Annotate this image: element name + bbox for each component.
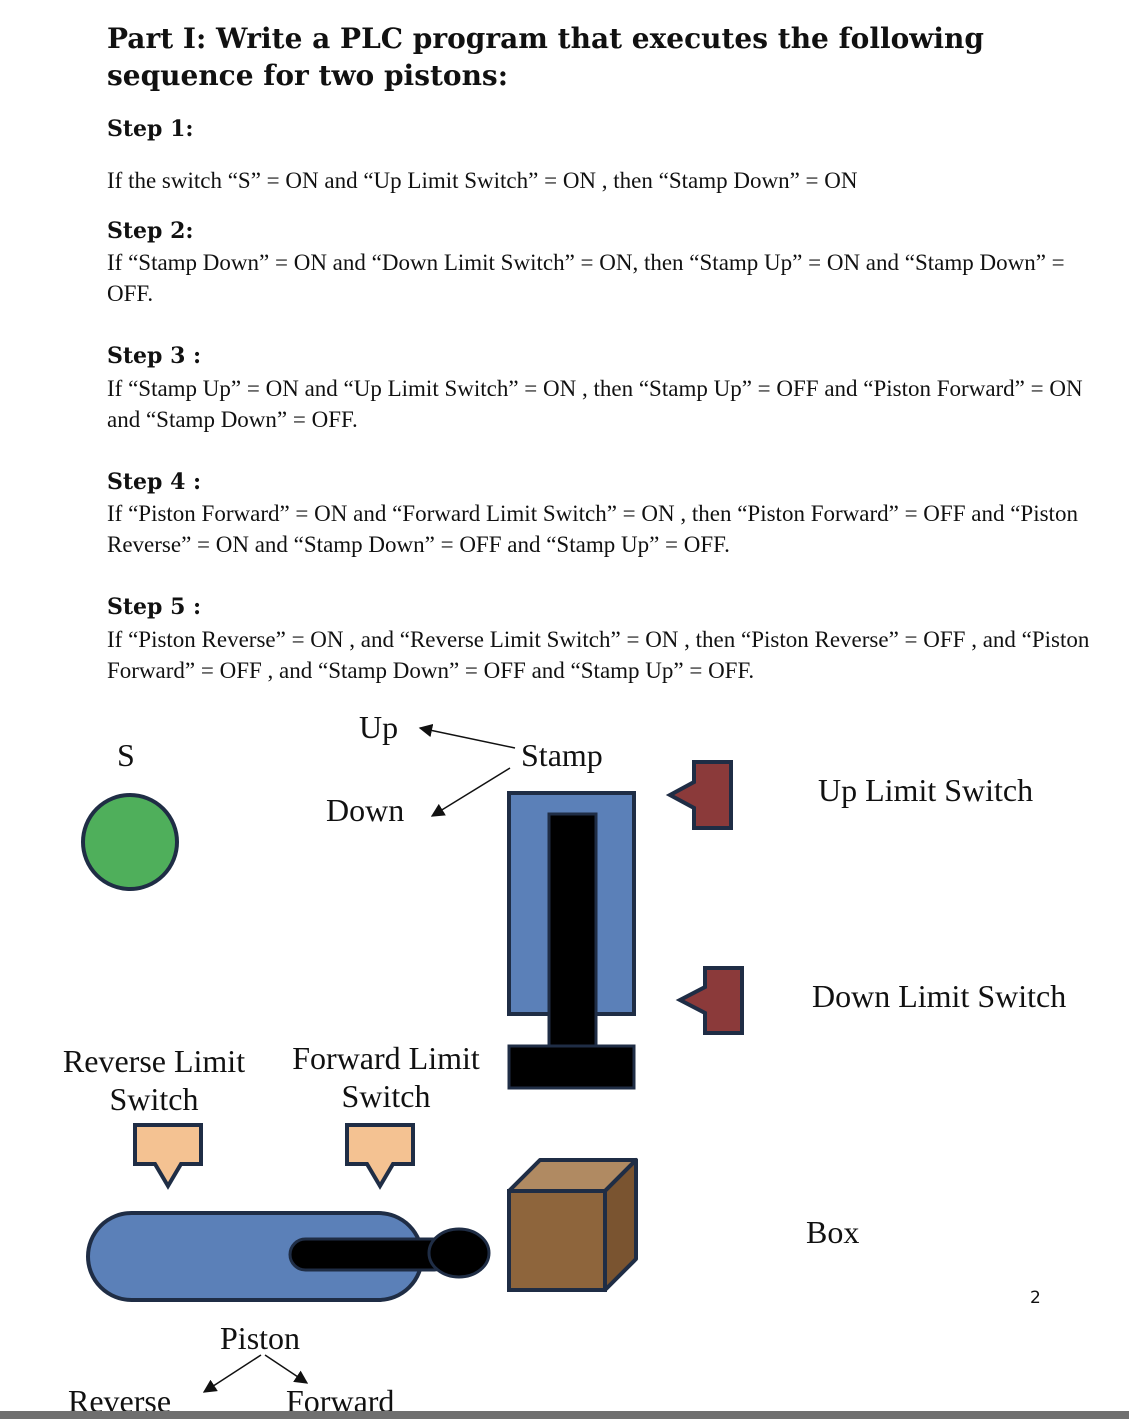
down-arrow — [430, 767, 511, 817]
step-1-heading: Step 1: — [107, 116, 194, 142]
step-2-heading: Step 2: — [107, 218, 194, 244]
step-5-heading: Step 5 : — [107, 594, 202, 620]
page-title: Part I: Write a PLC program that execute… — [107, 22, 984, 92]
stamp-rod — [547, 812, 598, 1050]
reverse-arrow — [202, 1354, 262, 1393]
stamp-head — [507, 1044, 636, 1090]
step-4-text: If “Piston Forward” = ON and “Forward Li… — [107, 501, 1078, 557]
up-label: Up — [359, 709, 399, 745]
reverse-limit-switch-icon[interactable] — [133, 1123, 203, 1190]
step-1-text: If the switch “S” = ON and “Up Limit Swi… — [107, 168, 858, 193]
step-5-text: If “Piston Reverse” = ON , and “Reverse … — [107, 627, 1090, 683]
forward-arrow — [264, 1354, 309, 1384]
forward-limit-switch-icon[interactable] — [345, 1123, 415, 1190]
stamp-label: Stamp — [521, 737, 603, 773]
step-4-heading: Step 4 : — [107, 469, 202, 495]
switch-s-label: S — [117, 737, 135, 773]
page-number: 2 — [1030, 1288, 1041, 1308]
piston-rod — [288, 1237, 452, 1272]
down-label: Down — [326, 792, 405, 828]
step-3-text: If “Stamp Up” = ON and “Up Limit Switch”… — [107, 376, 1083, 432]
step-2-text: If “Stamp Down” = ON and “Down Limit Swi… — [107, 250, 1065, 306]
piston-label: Piston — [220, 1320, 301, 1356]
step-3-heading: Step 3 : — [107, 343, 202, 369]
piston-head — [427, 1227, 491, 1279]
up-arrow — [418, 723, 516, 749]
box-front — [507, 1189, 607, 1292]
bottom-scrollbar[interactable] — [0, 1411, 1129, 1419]
down-limit-switch-label: Down Limit Switch — [812, 978, 1067, 1014]
reverse-limit-switch-label: Reverse Limit Switch — [62, 1043, 246, 1117]
box-label: Box — [806, 1214, 860, 1250]
up-limit-switch-icon[interactable] — [665, 760, 733, 830]
switch-s-circle[interactable] — [81, 793, 179, 891]
forward-limit-switch-label: Forward Limit Switch — [292, 1040, 480, 1114]
down-limit-switch-icon[interactable] — [675, 966, 744, 1035]
up-limit-switch-label: Up Limit Switch — [818, 772, 1034, 808]
